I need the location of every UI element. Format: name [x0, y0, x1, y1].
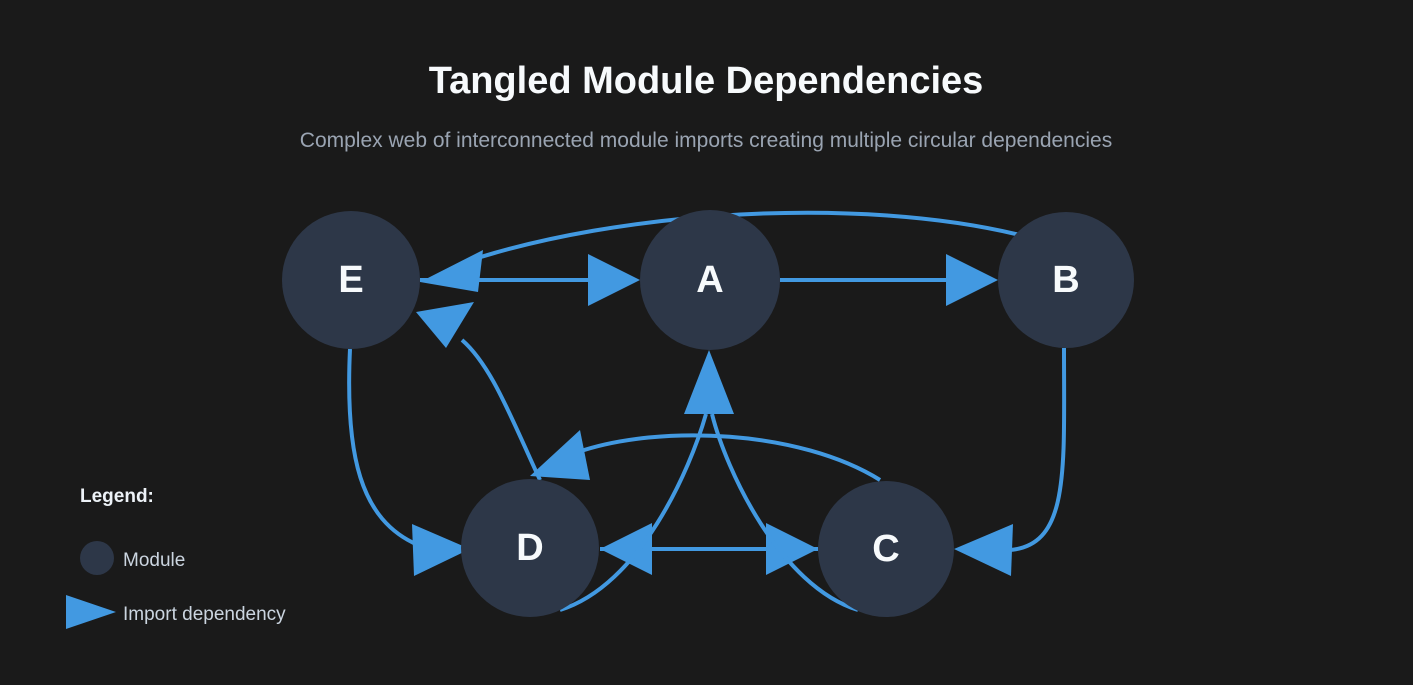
- edge-b-to-c[interactable]: [954, 347, 1067, 576]
- node-d[interactable]: D: [461, 479, 599, 617]
- edge-c-to-d-curve[interactable]: [530, 430, 882, 482]
- node-d-circle: [461, 479, 599, 617]
- legend: Legend: Module Import dependency: [66, 486, 286, 629]
- edge-c-to-a[interactable]: [684, 350, 859, 612]
- edge-d-to-a[interactable]: [559, 413, 708, 612]
- module-circle-icon: [80, 541, 114, 575]
- edge-c-to-d-straight-arrowhead: [600, 523, 652, 575]
- edge-e-to-a-arrowhead: [588, 254, 640, 306]
- node-e-label: E: [338, 259, 363, 301]
- edge-e-to-a[interactable]: [420, 254, 640, 306]
- edge-b-to-e-arrowhead: [420, 250, 483, 292]
- edge-a-to-b[interactable]: [780, 254, 998, 306]
- edge-d-to-a-path: [559, 413, 708, 612]
- edge-c-to-a-path: [710, 413, 859, 612]
- node-b[interactable]: B: [998, 212, 1134, 348]
- legend-item-import: Import dependency: [66, 595, 286, 629]
- legend-item-import-label: Import dependency: [123, 604, 286, 625]
- node-layer: E A B D C: [282, 210, 1134, 617]
- arrow-triangle-icon: [66, 595, 116, 629]
- node-c-circle: [818, 481, 954, 617]
- page-title: Tangled Module Dependencies: [429, 60, 984, 102]
- edge-c-to-d-curve-path: [577, 433, 882, 482]
- edge-to-a-arrowhead: [684, 350, 734, 414]
- edge-e-to-d-path: [347, 348, 419, 547]
- edge-d-to-e[interactable]: [416, 302, 542, 481]
- edge-b-to-c-path: [1009, 347, 1067, 552]
- legend-item-module-label: Module: [123, 550, 185, 571]
- legend-item-module: Module: [80, 541, 185, 575]
- node-b-circle: [998, 212, 1134, 348]
- edge-e-to-d[interactable]: [347, 348, 470, 576]
- node-c[interactable]: C: [818, 481, 954, 617]
- edge-c-to-d-straight[interactable]: [600, 523, 818, 575]
- edge-a-to-b-arrowhead: [946, 254, 998, 306]
- edge-d-to-e-path: [460, 338, 542, 481]
- edge-b-to-e-path: [461, 210, 1021, 265]
- edge-c-to-d-curve-arrowhead: [530, 430, 590, 480]
- node-e-circle: [282, 211, 420, 349]
- node-e[interactable]: E: [282, 211, 420, 349]
- legend-title: Legend:: [80, 486, 154, 507]
- page-subtitle: Complex web of interconnected module imp…: [300, 129, 1112, 152]
- node-b-label: B: [1052, 259, 1079, 301]
- node-a-circle: [640, 210, 780, 350]
- edge-b-to-c-arrowhead: [954, 524, 1013, 576]
- edge-d-to-e-arrowhead: [416, 302, 474, 348]
- node-d-label: D: [516, 527, 543, 569]
- edge-e-to-d-arrowhead: [412, 524, 470, 576]
- node-a-label: A: [696, 259, 723, 301]
- edge-layer: [347, 210, 1067, 612]
- node-a[interactable]: A: [640, 210, 780, 350]
- node-c-label: C: [872, 528, 899, 570]
